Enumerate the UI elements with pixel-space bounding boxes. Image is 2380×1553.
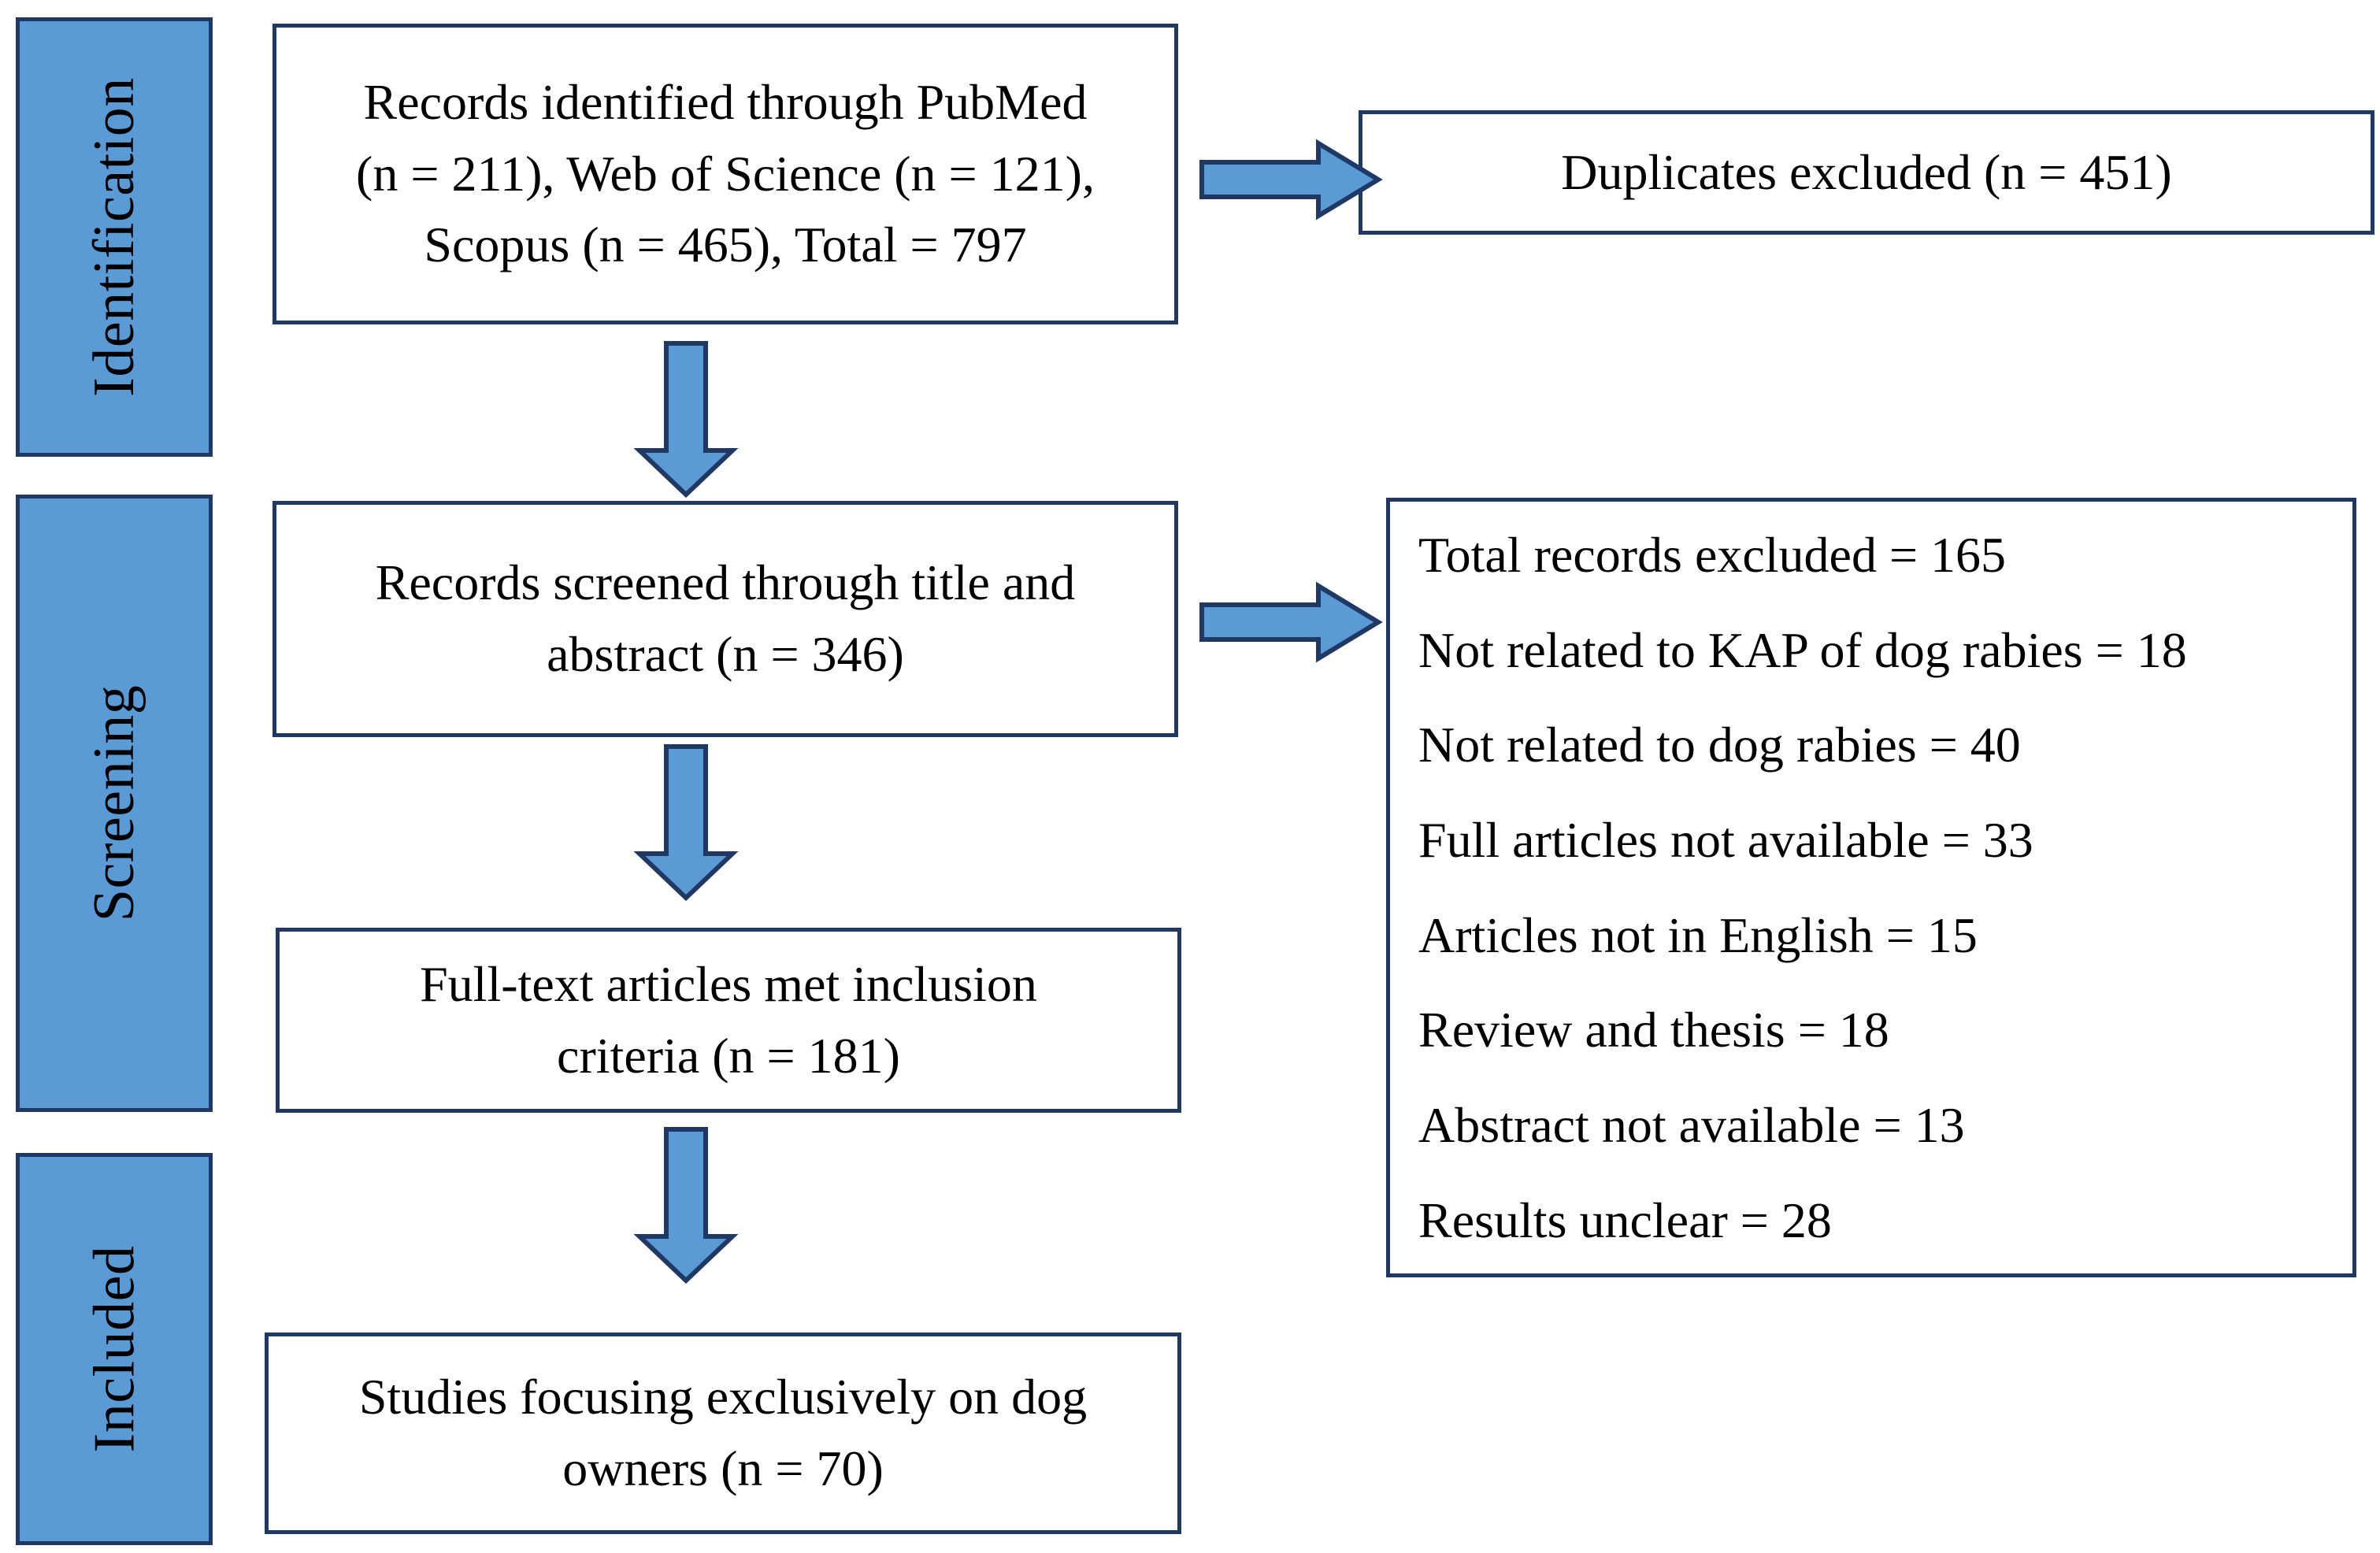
records-identified-line-2: (n = 211), Web of Science (n = 121), <box>356 145 1095 202</box>
box-fulltext-articles: Full-text articles met inclusion criteri… <box>276 928 1181 1113</box>
box-records-identified: Records identified through PubMed (n = 2… <box>272 24 1178 324</box>
exclusion-line: Abstract not available = 13 <box>1418 1097 1965 1154</box>
right-arrow-icon-screened-to-exclusions <box>1199 581 1383 663</box>
down-arrow-icon-fulltext-to-included <box>633 1126 739 1284</box>
stage-bar-included: Included <box>16 1153 213 1545</box>
stage-bar-screening: Screening <box>16 495 213 1112</box>
down-arrow-icon-screened-to-fulltext <box>633 743 739 902</box>
box-records-identified-text: Records identified through PubMed (n = 2… <box>329 67 1121 282</box>
fulltext-articles-line-2: criteria (n = 181) <box>557 1027 900 1084</box>
exclusion-line: Review and thesis = 18 <box>1418 1002 1889 1058</box>
exclusion-line: Not related to dog rabies = 40 <box>1418 717 2021 773</box>
included-studies-line-2: owners (n = 70) <box>562 1440 884 1496</box>
duplicates-excluded-line-1: Duplicates excluded (n = 451) <box>1561 143 2172 200</box>
box-duplicates-excluded: Duplicates excluded (n = 451) <box>1359 110 2374 235</box>
box-included-studies-text: Studies focusing exclusively on dog owne… <box>332 1362 1114 1505</box>
box-records-screened-text: Records screened through title and abstr… <box>349 547 1103 691</box>
box-records-screened: Records screened through title and abstr… <box>272 501 1178 737</box>
fulltext-articles-line-1: Full-text articles met inclusion <box>420 955 1037 1012</box>
exclusion-line: Results unclear = 28 <box>1418 1192 1832 1248</box>
records-screened-line-1: Records screened through title and <box>375 554 1076 611</box>
stage-bar-identification: Identification <box>16 17 213 457</box>
box-duplicates-excluded-text: Duplicates excluded (n = 451) <box>1534 137 2198 209</box>
records-screened-line-2: abstract (n = 346) <box>547 626 904 682</box>
down-arrow-icon-identified-to-screened <box>633 340 739 499</box>
records-identified-line-1: Records identified through PubMed <box>363 73 1088 130</box>
exclusion-line: Full articles not available = 33 <box>1418 812 2033 869</box>
box-included-studies: Studies focusing exclusively on dog owne… <box>265 1332 1181 1534</box>
stage-label-included: Included <box>82 1245 146 1453</box>
exclusion-line: Total records excluded = 165 <box>1418 527 2007 583</box>
included-studies-line-1: Studies focusing exclusively on dog <box>358 1369 1088 1425</box>
right-arrow-icon-identified-to-duplicates <box>1199 139 1383 221</box>
exclusion-line: Not related to KAP of dog rabies = 18 <box>1418 621 2187 678</box>
box-fulltext-articles-text: Full-text articles met inclusion criteri… <box>393 949 1064 1092</box>
stage-label-screening: Screening <box>82 684 146 922</box>
exclusion-line: Articles not in English = 15 <box>1418 906 1978 963</box>
stage-label-identification: Identification <box>82 77 146 397</box>
records-identified-line-3: Scopus (n = 465), Total = 797 <box>424 217 1027 273</box>
box-exclusion-reasons: Total records excluded = 165 Not related… <box>1386 498 2356 1277</box>
